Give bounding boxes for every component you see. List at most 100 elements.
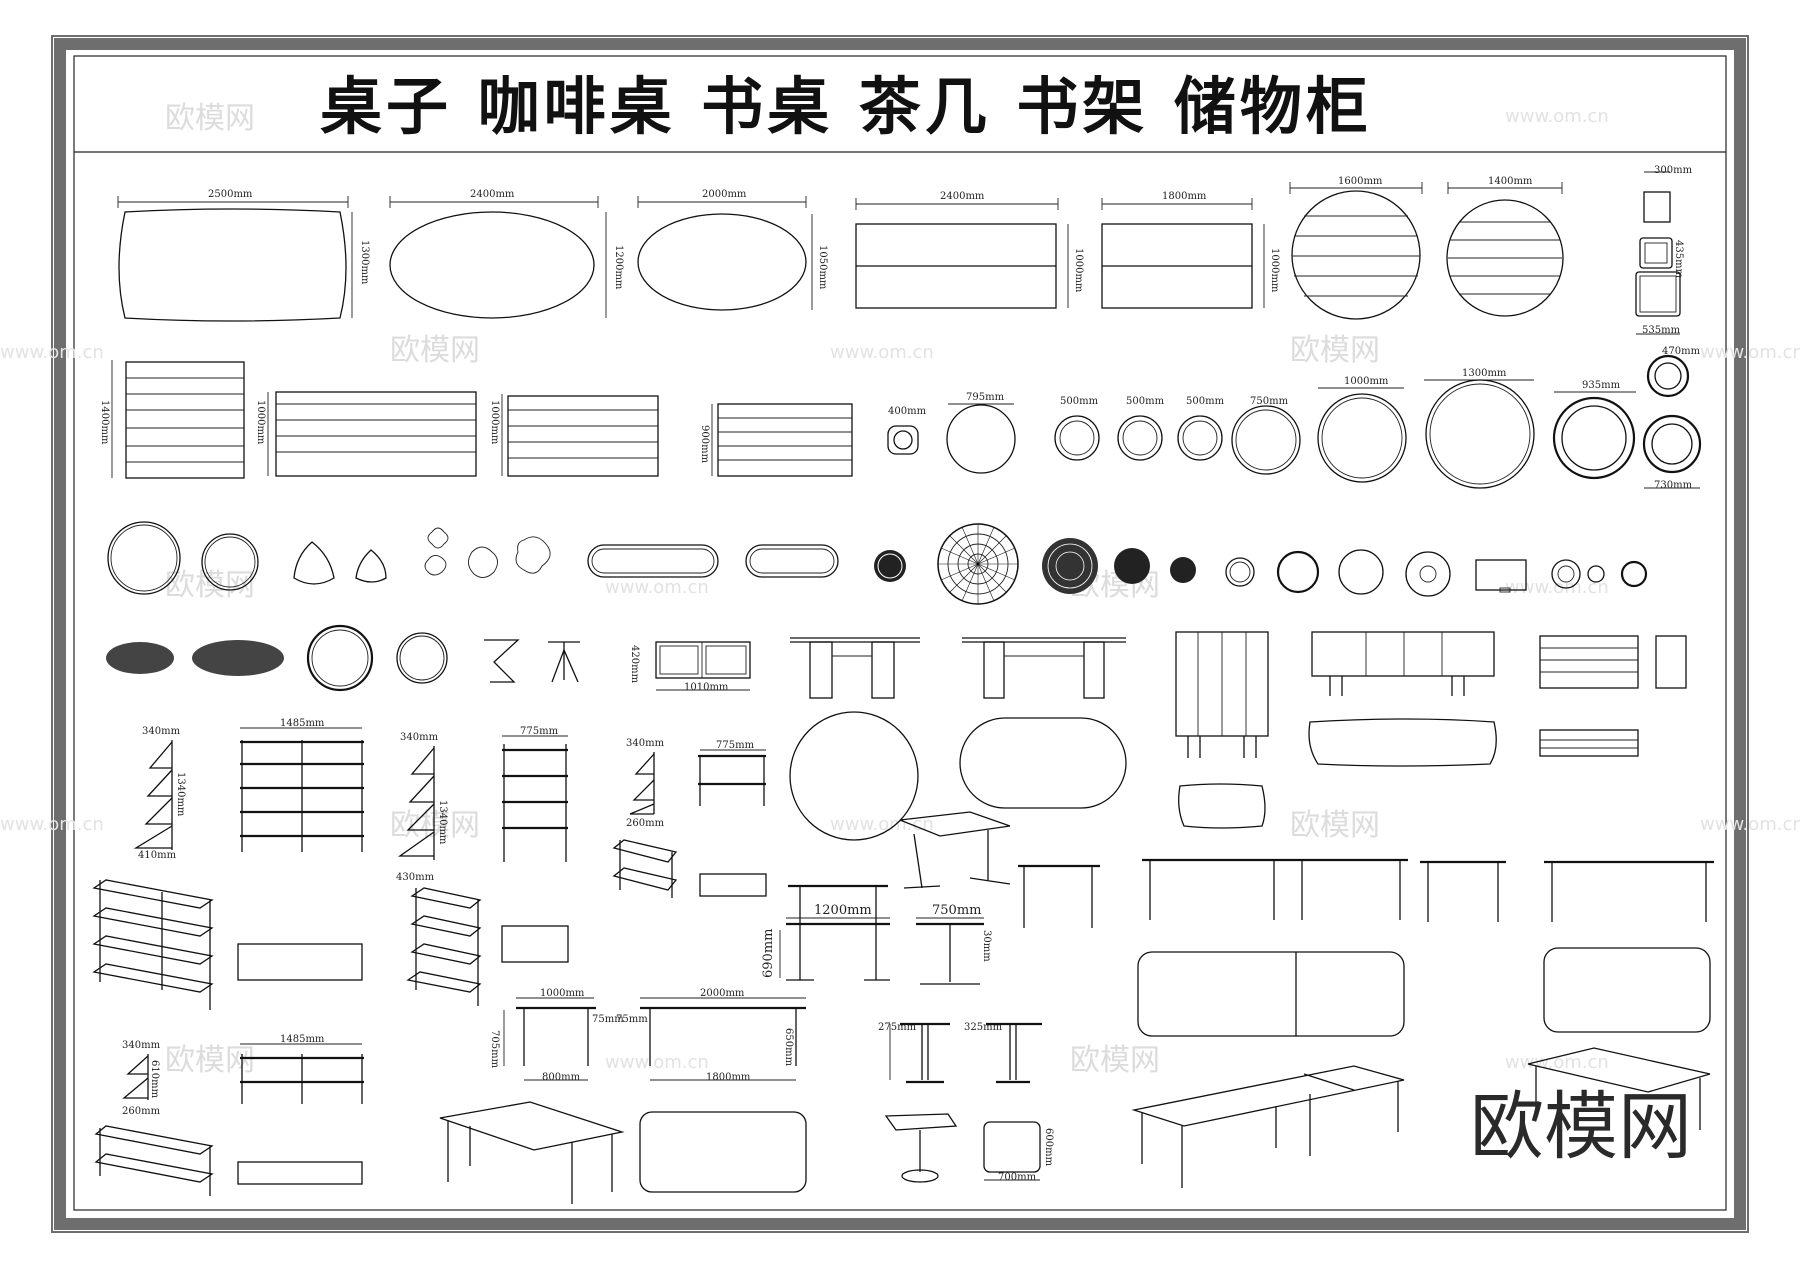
watermark-url: www.om.cn — [1700, 814, 1800, 835]
dimension-label: 2500mm — [208, 189, 253, 200]
dimension-label: 1340mm — [175, 772, 186, 817]
pedestal-table-iso — [884, 1113, 958, 1183]
shelf-front-1 — [237, 943, 363, 981]
dimension-label: 340mm — [626, 738, 665, 749]
bookshelf-1485: 1485mm — [240, 718, 364, 852]
desk-elevation-1200: 1200mm 690mm — [761, 884, 890, 981]
shelf-front-3 — [699, 873, 767, 897]
desk-plan-large — [639, 1111, 807, 1193]
table-plan-2400: 2400mm 1200mm — [389, 189, 624, 319]
round-table-1400: 1400mm — [1446, 176, 1564, 317]
dimension-label: 400mm — [888, 406, 927, 417]
conference-table-plan — [1137, 947, 1711, 1037]
dimension-label: 600mm — [1043, 1128, 1054, 1167]
dimension-label: 1485mm — [280, 718, 325, 729]
dimension-label: 750mm — [1250, 396, 1289, 407]
watermark-url: www.om.cn — [605, 577, 709, 598]
dimension-label: 1000mm — [255, 400, 266, 445]
shelf-front-2 — [501, 925, 569, 963]
dimension-label: 420mm — [629, 645, 640, 684]
watermark-text: 欧模网 — [1290, 808, 1380, 843]
watermark-text: 欧模网 — [165, 101, 255, 136]
dimension-label: 900mm — [699, 425, 710, 464]
bookshelf-775: 775mm — [502, 726, 568, 862]
conference-table-iso — [1131, 1047, 1711, 1188]
dimension-label: 700mm — [998, 1172, 1037, 1183]
dimension-label: 1010mm — [684, 682, 729, 693]
dimension-label: 690mm — [761, 929, 776, 978]
dimension-label: 410mm — [138, 850, 177, 861]
outer-frame — [51, 35, 1749, 1233]
dimension-label: 1050mm — [817, 245, 828, 290]
wall-shelf-side-4: 340mm 610mm 260mm — [122, 1040, 161, 1117]
watermark-url: www.om.cn — [0, 814, 104, 835]
dimension-label: 2400mm — [940, 191, 985, 202]
cabinets-elevation — [1175, 631, 1687, 829]
dimension-label: 775mm — [716, 740, 755, 751]
side-tables-row: 400mm 795mm 500mm 500mm 500mm 750mm — [887, 392, 1301, 475]
watermark-url: www.om.cn — [1505, 577, 1609, 598]
bookshelf-1485-b: 1485mm — [240, 1034, 364, 1104]
woven-ovals-row4 — [106, 624, 580, 692]
dimension-label: 470mm — [1662, 346, 1701, 357]
desk-iso-large — [439, 1101, 625, 1204]
dimension-label: 1000mm — [1269, 248, 1280, 293]
conference-table-elevation — [1142, 858, 1714, 922]
woven-tables-row3 — [874, 523, 1648, 605]
dimension-label: 500mm — [1126, 396, 1165, 407]
watermark-text: 欧模网 — [165, 568, 255, 603]
stool-column: 300mm 435mm 535mm — [1635, 165, 1693, 336]
dimension-label: 1400mm — [1488, 176, 1533, 187]
table-plan-slats-1000b: 1000mm — [489, 394, 659, 477]
watermark-url: www.om.cn — [1505, 1052, 1609, 1073]
dimension-label: 260mm — [122, 1106, 161, 1117]
dimension-label: 750mm — [932, 903, 981, 918]
wall-shelf-side-1: 340mm 1340mm 410mm — [133, 726, 186, 861]
shelf-isometric-2 — [406, 887, 482, 1006]
desk-elevation-1000: 1000mm 705mm 800mm 75mm — [489, 988, 624, 1083]
watermark-url: www.om.cn — [0, 342, 104, 363]
dimension-label: 30mm — [981, 930, 992, 962]
table-plan-2000: 2000mm 1050mm — [637, 189, 828, 311]
round-tables-row2: 1000mm 1300mm 935mm 470mm 730mm — [1317, 346, 1702, 491]
dimension-label: 260mm — [626, 818, 665, 829]
dimension-label: 1000mm — [489, 400, 500, 445]
dimension-label: 325mm — [964, 1022, 1003, 1033]
dimension-label: 1800mm — [706, 1072, 751, 1083]
dimension-label: 705mm — [489, 1030, 500, 1069]
dimension-label: 730mm — [1654, 480, 1693, 491]
table-plan-2400-rect: 2400mm 1000mm — [855, 191, 1084, 309]
dimension-label: 340mm — [142, 726, 181, 737]
watermark-text: 欧模网 — [1070, 1043, 1160, 1078]
watermark-text: 欧模网 — [390, 333, 480, 368]
table-plan-2500: 2500mm 1300mm — [117, 189, 370, 322]
dimension-label: 795mm — [966, 392, 1005, 403]
desk-elevation-2000: 2000mm 75mm 650mm 1800mm — [616, 988, 806, 1083]
dimension-label: 340mm — [400, 732, 439, 743]
wall-shelf-side-2: 340mm 1340mm 430mm — [396, 732, 448, 883]
table-plan-slats-900: 900mm — [699, 403, 853, 477]
dimension-label: 935mm — [1582, 380, 1621, 391]
square-table-plan-700: 700mm 600mm — [983, 1121, 1054, 1183]
dimension-label: 1000mm — [1073, 248, 1084, 293]
drawing-border — [73, 55, 1727, 1211]
dimension-label: 1300mm — [1462, 368, 1507, 379]
small-desk-775: 775mm — [698, 740, 766, 806]
dimension-label: 500mm — [1186, 396, 1225, 407]
dimension-label: 650mm — [783, 1028, 794, 1067]
coffee-tables-row3 — [107, 521, 839, 595]
dimension-label: 1400mm — [99, 400, 110, 445]
round-table-1600: 1600mm — [1289, 176, 1423, 320]
dimension-label: 435mm — [1673, 240, 1684, 279]
console-tables-elevation — [790, 637, 1126, 699]
wall-shelf-side-3: 340mm 260mm — [626, 738, 665, 829]
dimension-label: 775mm — [520, 726, 559, 737]
corner-logo-text: 欧模网 — [1470, 1084, 1692, 1170]
dimension-label: 75mm — [592, 1014, 624, 1025]
dimension-label: 1485mm — [280, 1034, 325, 1045]
dimension-label: 800mm — [542, 1072, 581, 1083]
page-title: 桌子 咖啡桌 书桌 茶几 书架 储物柜 — [320, 70, 1372, 143]
dimension-label: 275mm — [878, 1022, 917, 1033]
dimension-label: 75mm — [616, 1014, 648, 1025]
